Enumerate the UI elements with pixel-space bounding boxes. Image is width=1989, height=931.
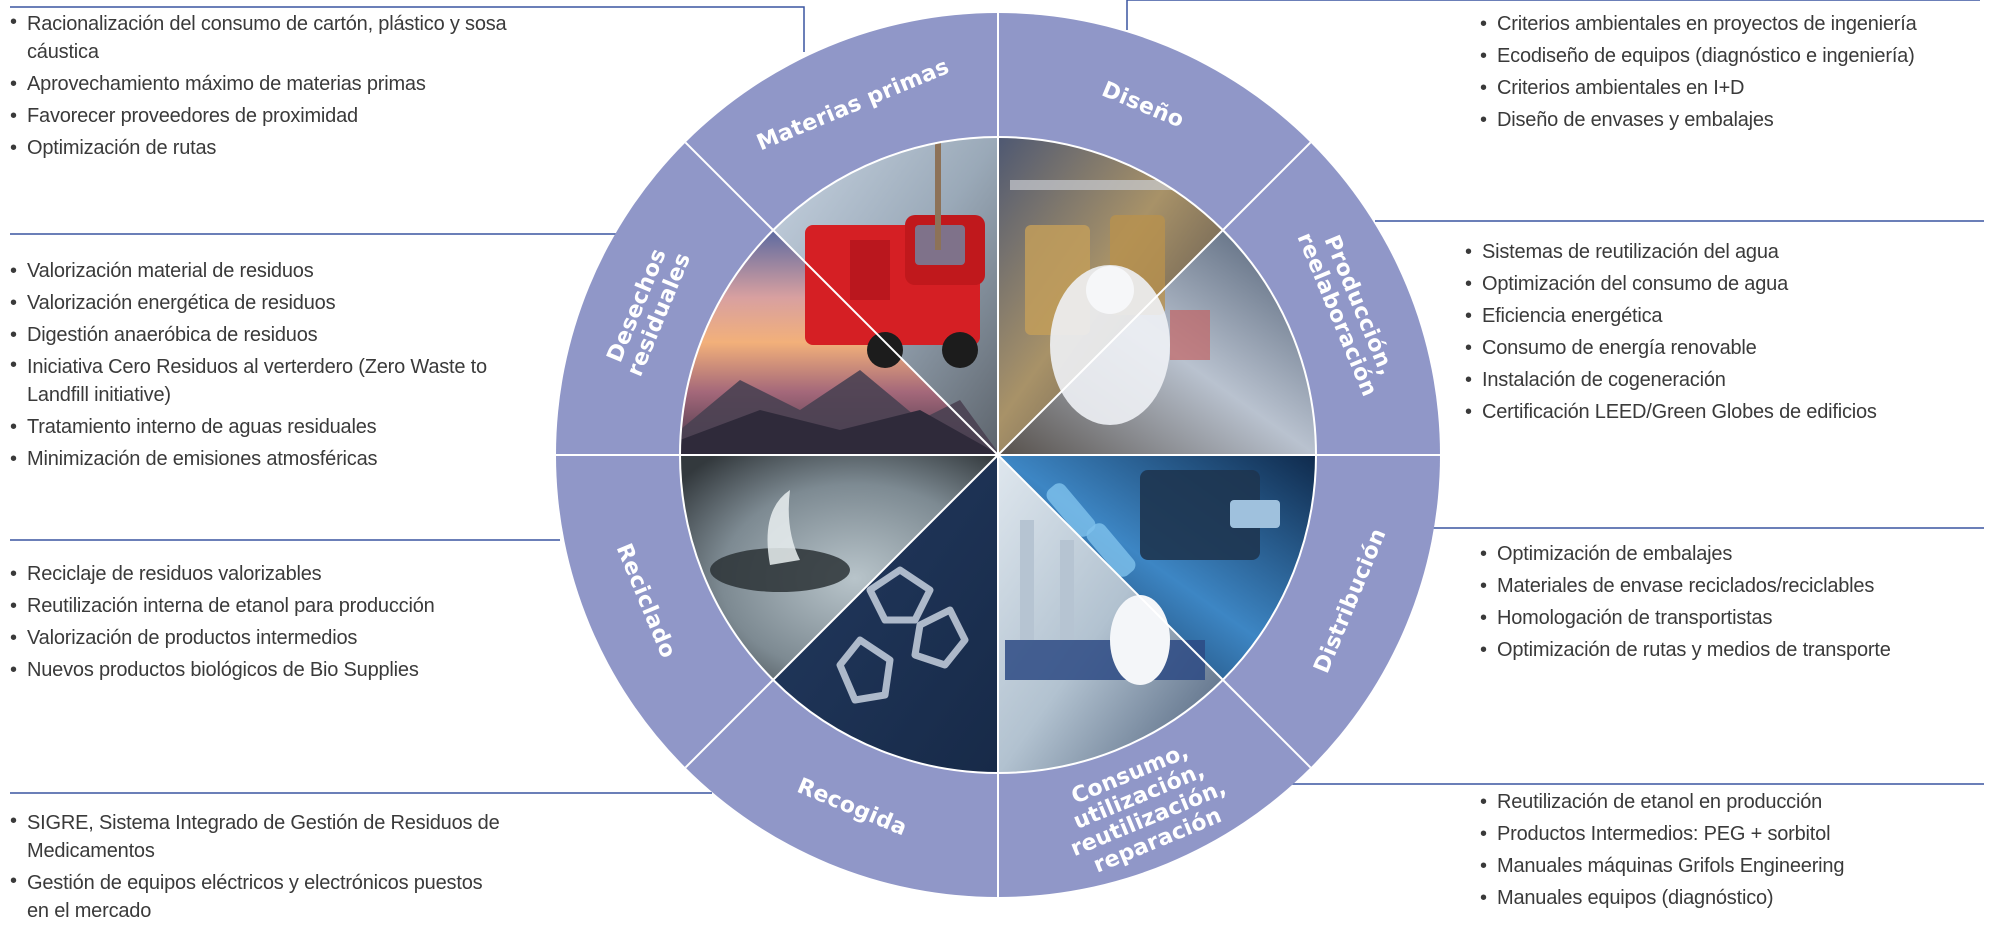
bullet-item: Valorización de productos intermedios [10,622,530,654]
bullet-item: Iniciativa Cero Residuos al verterdero (… [10,351,500,411]
bullet-item: Reutilización interna de etanol para pro… [10,590,530,622]
produccion-list: Sistemas de reutilización del aguaOptimi… [1465,236,1975,428]
bullet-item: Valorización energética de residuos [10,287,500,319]
bullet-item: Reutilización de etanol en producción [1480,786,1980,818]
bullet-item: Certificación LEED/Green Globes de edifi… [1465,396,1975,428]
consumo-list: Reutilización de etanol en producciónPro… [1480,786,1980,914]
materias-primas-list: Racionalización del consumo de cartón, p… [10,8,530,164]
bullet-item: Reciclaje de residuos valorizables [10,558,530,590]
photo-wedge-consumo [998,455,1223,773]
bullet-item: Tratamiento interno de aguas residuales [10,411,500,443]
bullet-item: Nuevos productos biológicos de Bio Suppl… [10,654,530,686]
bullet-item: Minimización de emisiones atmosféricas [10,443,500,475]
bullet-item: Productos Intermedios: PEG + sorbitol [1480,818,1980,850]
bullet-item: Manuales equipos (diagnóstico) [1480,882,1980,914]
bullet-item: Manuales máquinas Grifols Engineering [1480,850,1980,882]
laboratory-icon [1005,520,1205,685]
ring-divider [684,679,774,769]
recycle-symbol-icon [836,566,969,704]
bullet-item: Digestión anaeróbica de residuos [10,319,500,351]
inner-ring-border [679,136,1317,774]
bullet-item: Aprovechamiento máximo de materias prima… [10,68,530,100]
machine-vials-icon [1046,470,1280,577]
bullet-item: Valorización material de residuos [10,255,500,287]
bullet-item: Optimización del consumo de agua [1465,268,1975,300]
lab-worker-icon [1050,265,1210,425]
bullet-item: Consumo de energía renovable [1465,332,1975,364]
ring-divider [1222,679,1312,769]
reciclado-list: Reciclaje de residuos valorizablesReutil… [10,558,530,686]
bullet-item: Sistemas de reutilización del agua [1465,236,1975,268]
bullet-item: Gestión de equipos eléctricos y electrón… [10,867,500,927]
diseno-list: Criterios ambientales en proyectos de in… [1480,8,1980,136]
bullet-item: Diseño de envases y embalajes [1480,104,1980,136]
bullet-item: Optimización de embalajes [1480,538,1980,570]
bullet-item: SIGRE, Sistema Integrado de Gestión de R… [10,807,500,867]
photo-divider [997,454,1224,681]
recogida-list: SIGRE, Sistema Integrado de Gestión de R… [10,807,500,927]
bullet-item: Criterios ambientales en proyectos de in… [1480,8,1980,40]
bullet-item: Optimización de rutas y medios de transp… [1480,634,1980,666]
water-splash-icon [710,490,850,592]
ring-divider [684,141,774,231]
photo-divider [997,229,1224,456]
distribucion-list: Optimización de embalajesMateriales de e… [1480,538,1980,666]
connector-line [1126,0,1980,30]
bullet-item: Optimización de rutas [10,132,530,164]
bullet-item: Racionalización del consumo de cartón, p… [10,8,530,68]
ring-divider [1222,141,1312,231]
bullet-item: Homologación de transportistas [1480,602,1980,634]
bullet-item: Criterios ambientales en I+D [1480,72,1980,104]
desechos-list: Valorización material de residuosValoriz… [10,255,500,475]
bullet-item: Eficiencia energética [1465,300,1975,332]
bullet-item: Favorecer proveedores de proximidad [10,100,530,132]
bullet-item: Materiales de envase reciclados/reciclab… [1480,570,1980,602]
bullet-item: Instalación de cogeneración [1465,364,1975,396]
photo-divider [772,229,999,456]
connector-line [10,6,805,52]
photo-divider [772,454,999,681]
bullet-item: Ecodiseño de equipos (diagnóstico e inge… [1480,40,1980,72]
mountain-sunset-icon [680,370,1000,455]
red-truck-icon [805,140,985,368]
